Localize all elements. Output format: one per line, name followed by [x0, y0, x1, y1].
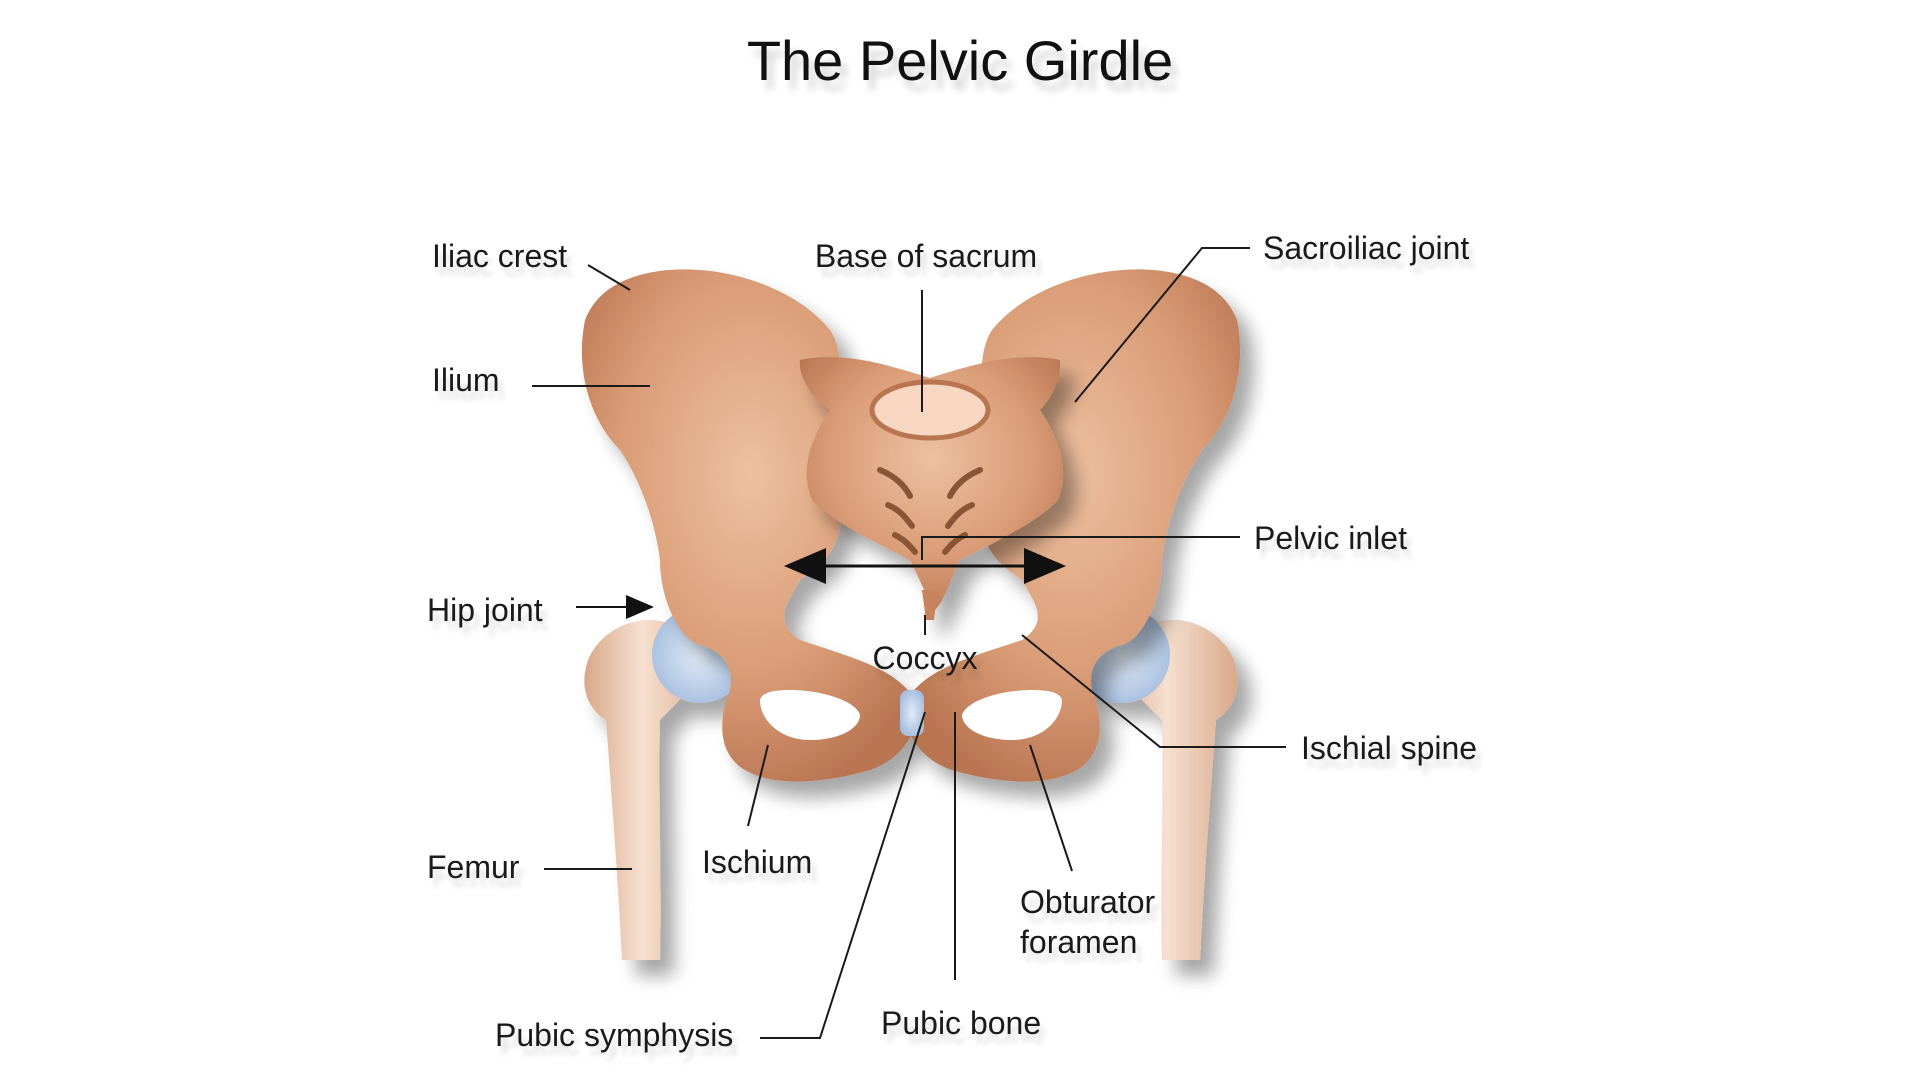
label-sacroiliac-joint: Sacroiliac joint	[1263, 230, 1470, 266]
leader-sacroiliac-joint	[1074, 247, 1250, 403]
pubic-symphysis-cartilage	[900, 690, 924, 736]
leader-iliac-crest	[587, 264, 631, 291]
label-coccyx: Coccyx	[872, 640, 978, 676]
label-ischial-spine: Ischial spine	[1301, 730, 1478, 766]
label-iliac-crest: Iliac crest	[432, 238, 568, 274]
label-obturator-foramen: Obturator foramen	[1020, 882, 1155, 962]
label-femur: Femur	[427, 849, 520, 885]
label-obturator-foramen-line1: Obturator	[1020, 884, 1156, 920]
label-pubic-bone: Pubic bone	[881, 1005, 1042, 1041]
sacrum	[799, 357, 1064, 620]
label-base-of-sacrum: Base of sacrum	[814, 238, 1038, 274]
label-hip-joint: Hip joint	[427, 592, 543, 628]
label-pelvic-inlet: Pelvic inlet	[1254, 520, 1407, 556]
diagram-title: The Pelvic Girdle	[746, 29, 1174, 92]
leader-ischial-spine	[1021, 634, 1286, 748]
label-ischium: Ischium	[702, 844, 813, 880]
label-ilium: Ilium	[432, 362, 500, 398]
leader-obturator-foramen	[1029, 744, 1073, 872]
leader-ischium	[747, 744, 769, 827]
left-femur	[584, 607, 748, 960]
label-pubic-symphysis: Pubic symphysis	[495, 1017, 734, 1053]
label-obturator-foramen-line2: foramen	[1020, 924, 1138, 960]
leader-pubic-symphysis	[760, 711, 926, 1039]
